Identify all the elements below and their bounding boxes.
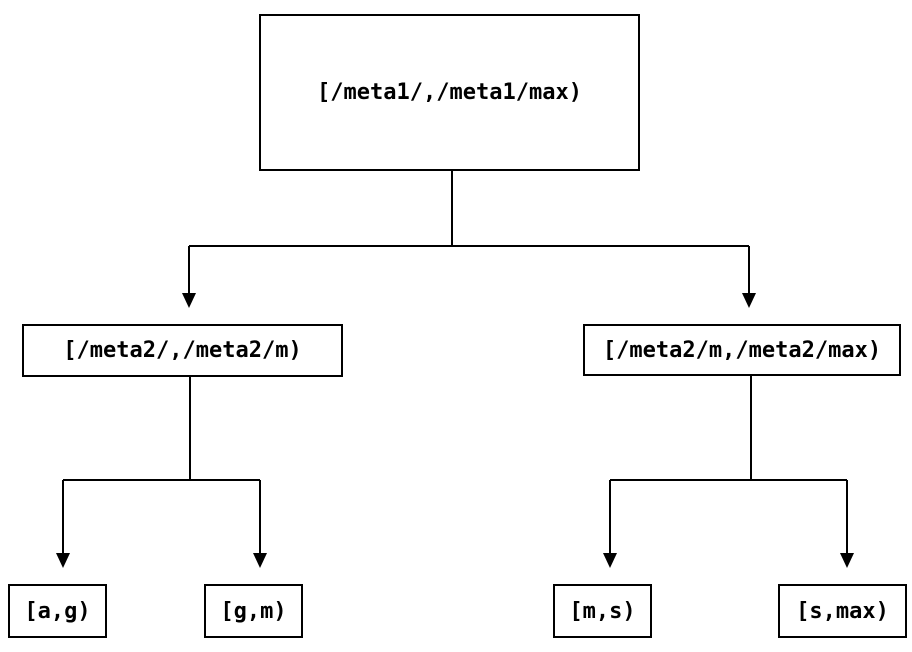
arrowhead-icon <box>742 293 756 308</box>
arrowhead-icon <box>56 553 70 568</box>
edge-meta2-low-to-children <box>62 377 261 554</box>
arrowhead-icon <box>840 553 854 568</box>
edge-meta2-high-to-children <box>609 376 848 554</box>
arrowhead-icon <box>253 553 267 568</box>
node-meta2-low: [/meta2/,/meta2/m) <box>22 324 343 377</box>
node-leaf-m-s: [m,s) <box>553 584 652 638</box>
node-leaf-s-max: [s,max) <box>778 584 907 638</box>
arrowhead-icon <box>182 293 196 308</box>
node-meta2-high: [/meta2/m,/meta2/max) <box>583 324 901 376</box>
arrowhead-icon <box>603 553 617 568</box>
node-leaf-a-g: [a,g) <box>8 584 107 638</box>
edge-root-to-children <box>188 169 750 294</box>
node-leaf-g-m: [g,m) <box>204 584 303 638</box>
node-root: [/meta1/,/meta1/max) <box>259 14 640 171</box>
